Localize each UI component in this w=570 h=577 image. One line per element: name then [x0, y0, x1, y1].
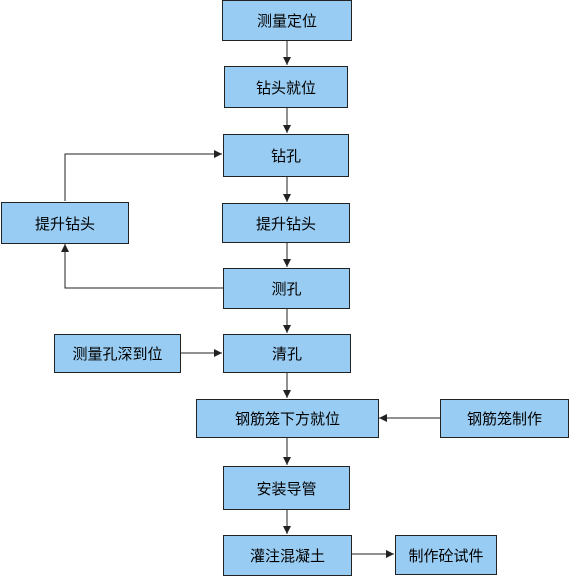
node-lift-bit: 提升钻头 [222, 203, 350, 243]
node-measure-hole: 测孔 [223, 268, 350, 309]
node-survey-position: 测量定位 [222, 0, 352, 41]
node-make-specimen: 制作砼试件 [395, 535, 497, 575]
node-clean-hole: 清孔 [223, 334, 351, 373]
node-cage-lower-in-position: 钢筋笼下方就位 [196, 399, 379, 438]
node-drill-in-position: 钻头就位 [224, 66, 348, 108]
node-measure-depth: 测量孔深到位 [54, 334, 181, 373]
node-cage-make: 钢筋笼制作 [440, 399, 569, 438]
arrow-measure-hole-to-side-lift [61, 244, 223, 289]
node-drill-hole: 钻孔 [223, 134, 349, 177]
node-lift-bit-side: 提升钻头 [1, 202, 129, 244]
node-install-pipe: 安装导管 [223, 466, 350, 510]
arrow-side-lift-to-drill-hole [64, 150, 222, 201]
node-pour-concrete: 灌注混凝土 [223, 535, 352, 576]
